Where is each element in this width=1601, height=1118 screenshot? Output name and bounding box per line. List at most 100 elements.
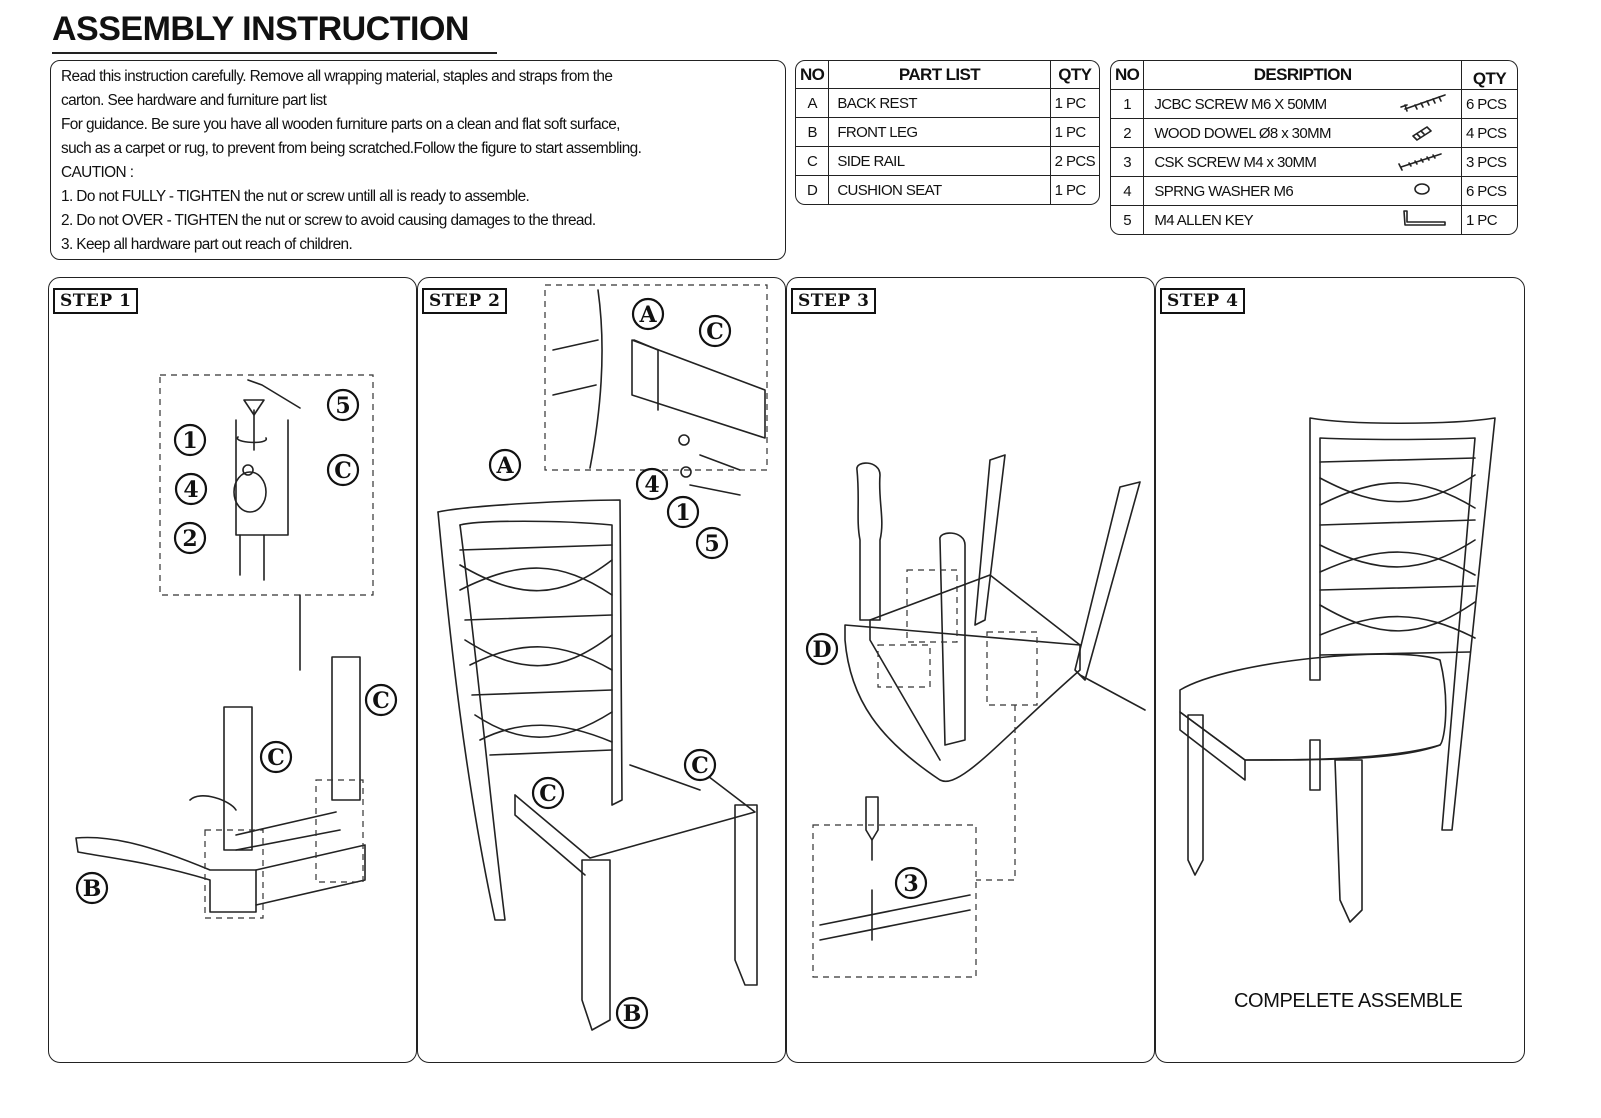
step-label: STEP 1	[53, 288, 139, 314]
step-1-illustration	[75, 374, 374, 919]
callout-marker: C	[531, 776, 565, 810]
callout-label: 4	[183, 477, 198, 503]
instructions-box: Read this instruction carefully. Remove …	[50, 60, 786, 260]
instruction-line: such as a carpet or rug, to prevent from…	[61, 140, 642, 157]
hw-no: 4	[1110, 177, 1145, 206]
allen-key-icon	[1383, 206, 1462, 235]
table-row: C SIDE RAIL 2 PCS	[795, 147, 1100, 176]
side-rail-detail-drawing	[233, 379, 301, 671]
hw-no: 3	[1110, 148, 1145, 177]
callout-label: B	[623, 1001, 642, 1027]
detail-box	[204, 829, 264, 919]
screwdriver-detail-drawing	[819, 796, 971, 941]
callout-marker: D	[805, 632, 839, 666]
hw-qty: 3 PCS	[1462, 148, 1518, 177]
callout-marker: 4	[635, 467, 669, 501]
instruction-line: 2. Do not OVER - TIGHTEN the nut or scre…	[61, 212, 596, 229]
hw-no: 5	[1110, 206, 1145, 235]
callout-marker: A	[631, 297, 665, 331]
callout-label: 3	[903, 871, 918, 897]
table-header-row: NO DESRIPTION QTY	[1110, 60, 1518, 90]
table-header-row: NO PART LIST QTY	[795, 60, 1100, 89]
step-2-illustration	[437, 284, 768, 1031]
col-header-qty: QTY	[1050, 60, 1100, 89]
assembled-chair-drawing	[1179, 417, 1496, 923]
leader-line	[976, 705, 1016, 881]
hw-description: WOOD DOWEL Ø8 x 30MM	[1144, 119, 1383, 148]
hw-qty: 6 PCS	[1462, 177, 1518, 206]
table-row: 2 WOOD DOWEL Ø8 x 30MM 4 PCS	[1110, 119, 1518, 148]
callout-label: C	[691, 753, 709, 779]
instruction-line: 3. Keep all hardware part out reach of c…	[61, 236, 353, 253]
page-title: ASSEMBLY INSTRUCTION	[52, 10, 469, 48]
step-3-illustration	[812, 454, 1146, 978]
step-3-panel: STEP 3	[786, 277, 1155, 1063]
part-list-table: NO PART LIST QTY A BACK REST 1 PC B FRON…	[795, 60, 1100, 205]
callout-marker: 2	[173, 521, 207, 555]
table-row: 3 CSK SCREW M4 x 30MM 3 PCS	[1110, 148, 1518, 177]
part-qty: 2 PCS	[1050, 147, 1100, 176]
part-name: FRONT LEG	[829, 118, 1051, 147]
front-leg-assembly-drawing	[75, 656, 366, 913]
detail-box	[159, 374, 374, 596]
instruction-line: For guidance. Be sure you have all woode…	[61, 116, 620, 133]
col-header-no: NO	[795, 60, 830, 89]
step-4-panel: STEP 4	[1155, 277, 1525, 1063]
col-header-description: DESRIPTION	[1144, 60, 1462, 90]
part-no: C	[795, 147, 830, 176]
part-name: BACK REST	[829, 89, 1051, 118]
step-2-panel: STEP 2	[417, 277, 786, 1063]
callout-label: C	[706, 319, 724, 345]
part-name: SIDE RAIL	[829, 147, 1051, 176]
complete-assemble-text: COMPELETE ASSEMBLE	[1234, 990, 1463, 1012]
hw-description: JCBC SCREW M6 X 50MM	[1144, 90, 1383, 119]
callout-marker: 1	[173, 423, 207, 457]
hw-description: M4 ALLEN KEY	[1144, 206, 1383, 235]
instruction-line: 1. Do not FULLY - TIGHTEN the nut or scr…	[61, 188, 530, 205]
col-header-no: NO	[1110, 60, 1145, 90]
instruction-line: CAUTION :	[61, 164, 134, 181]
callout-marker: B	[75, 871, 109, 905]
callout-marker: B	[615, 996, 649, 1030]
bolt-icon	[1383, 90, 1462, 119]
table-row: A BACK REST 1 PC	[795, 89, 1100, 118]
callout-marker: C	[364, 683, 398, 717]
step-label: STEP 4	[1160, 288, 1246, 314]
callout-label: 4	[644, 472, 659, 498]
screw-icon	[1383, 148, 1462, 177]
part-no: B	[795, 118, 830, 147]
callout-label: A	[495, 453, 514, 479]
detail-box	[812, 824, 977, 978]
table-row: 4 SPRNG WASHER M6 6 PCS	[1110, 177, 1518, 206]
callout-marker: 4	[174, 472, 208, 506]
callout-label: C	[334, 458, 352, 484]
chair-back-drawing	[437, 499, 758, 1031]
back-rest-detail-drawing	[552, 289, 766, 496]
hw-description: SPRNG WASHER M6	[1144, 177, 1383, 206]
callout-label: C	[267, 745, 285, 771]
callout-label: 2	[182, 526, 197, 552]
part-qty: 1 PC	[1050, 89, 1100, 118]
hw-no: 2	[1110, 119, 1145, 148]
table-row: D CUSHION SEAT 1 PC	[795, 176, 1100, 205]
detail-box	[986, 631, 1038, 706]
callout-label: 5	[704, 531, 719, 557]
hw-description: CSK SCREW M4 x 30MM	[1144, 148, 1383, 177]
callout-label: 1	[675, 500, 690, 526]
step-1-panel: STEP 1	[48, 277, 417, 1063]
dowel-icon	[1383, 119, 1462, 148]
hw-qty: 6 PCS	[1462, 90, 1518, 119]
callout-marker: C	[683, 748, 717, 782]
detail-box	[315, 779, 364, 883]
callout-marker: C	[698, 314, 732, 348]
table-row: 5 M4 ALLEN KEY 1 PC	[1110, 206, 1518, 235]
detail-box	[877, 644, 931, 688]
part-qty: 1 PC	[1050, 176, 1100, 205]
callout-label: C	[539, 781, 557, 807]
callout-label: B	[83, 876, 102, 902]
part-no: D	[795, 176, 830, 205]
washer-icon	[1383, 177, 1462, 206]
upside-down-chair-drawing	[844, 454, 1146, 783]
